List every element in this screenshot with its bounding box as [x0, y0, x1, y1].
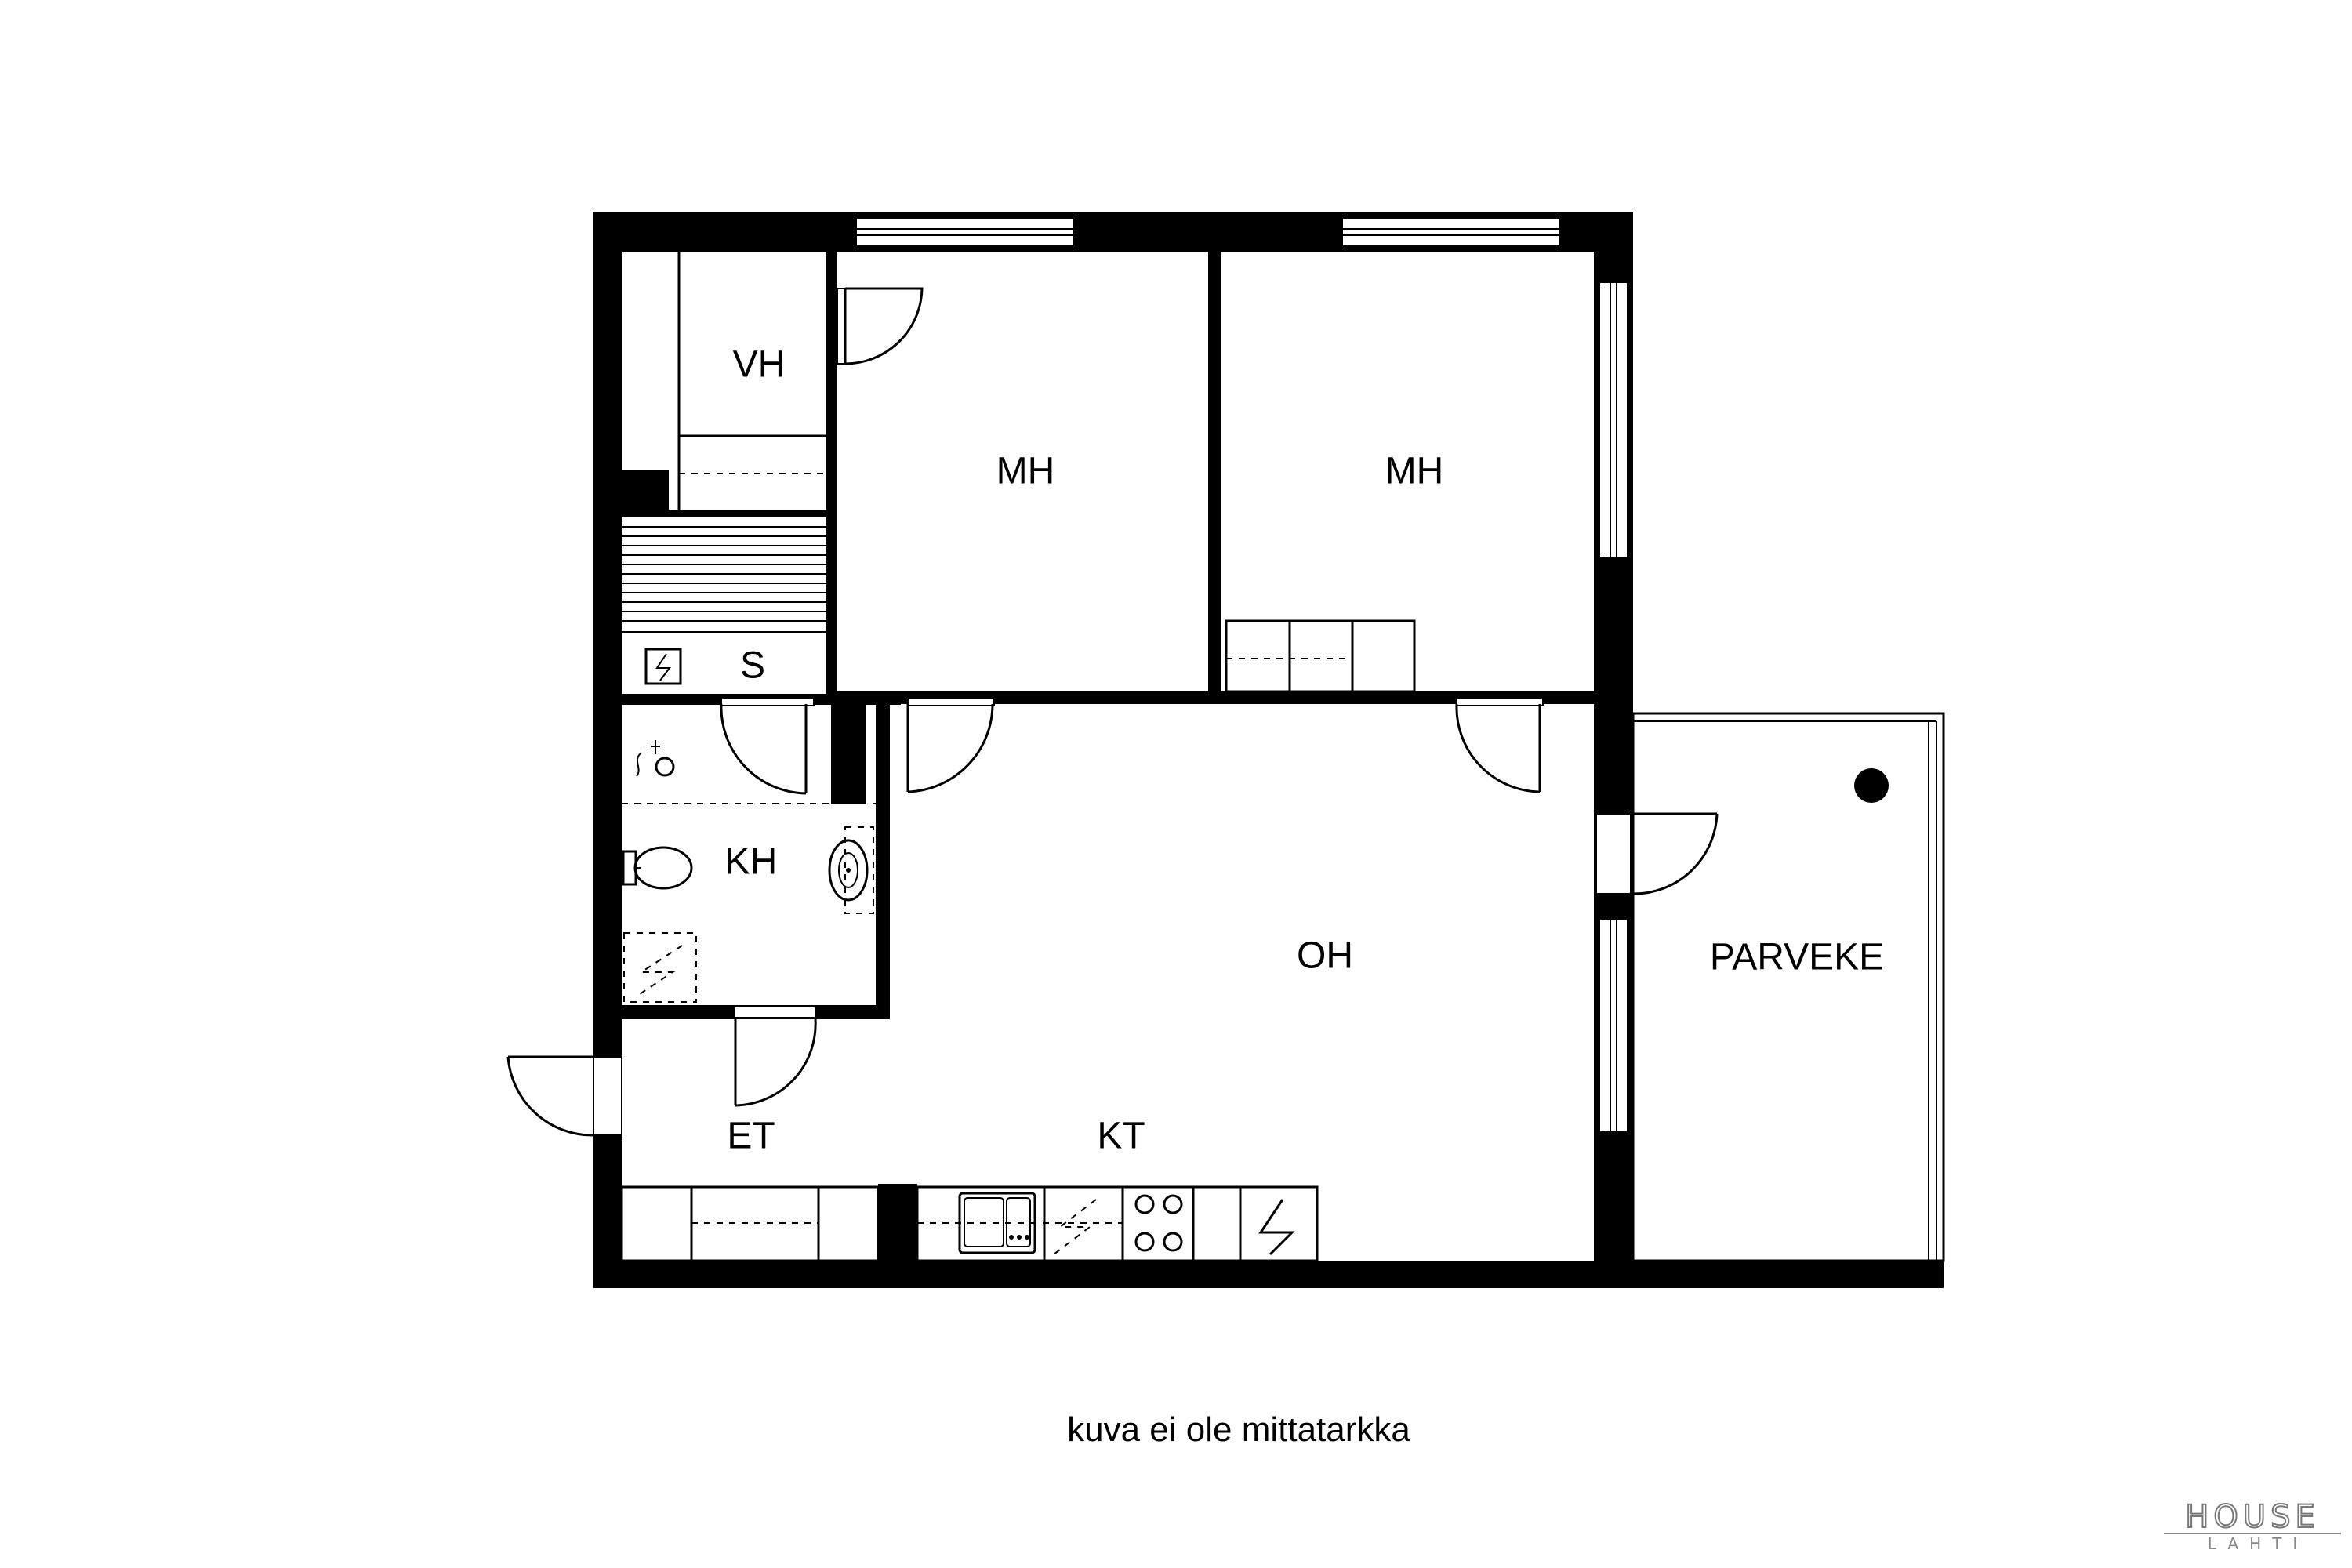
- kitchen-counters: [620, 1185, 1319, 1262]
- sauna-bench: [622, 526, 826, 633]
- door-kh: [733, 1006, 817, 1107]
- balcony: [1632, 712, 1945, 1262]
- room-label-vh: VH: [733, 344, 786, 386]
- mh2-wardrobe: [1225, 619, 1416, 693]
- water-heater-icon: [623, 932, 697, 1003]
- logo-main-text: HOUSE: [2185, 1499, 2320, 1535]
- windows: [855, 217, 1628, 1133]
- logo-sub-text: LAHTI: [2208, 1534, 2308, 1553]
- drain-icon: [1854, 768, 1889, 803]
- shower-icon: [636, 740, 675, 777]
- sink-icon: [828, 826, 874, 914]
- kitchen-sink-icon: [958, 1192, 1036, 1254]
- kh-fixtures: [622, 740, 876, 1003]
- scale-disclaimer: kuva ei ole mittatarkka: [1067, 1410, 1410, 1449]
- room-label-oh: OH: [1297, 935, 1353, 977]
- room-label-mh-1: MH: [996, 451, 1055, 492]
- room-label-s: S: [740, 645, 765, 687]
- room-label-parveke: PARVEKE: [1710, 937, 1884, 978]
- toilet-icon: [622, 846, 693, 890]
- room-label-et: ET: [727, 1116, 775, 1157]
- stove-icon: [1134, 1187, 1195, 1261]
- door-vh: [837, 287, 924, 365]
- room-labels: VH MH MH S KH OH PARVEKE ET KT: [725, 344, 1885, 1157]
- sauna-stove-icon: [644, 648, 682, 685]
- door-mh1: [906, 697, 995, 793]
- interior-walls: [622, 252, 1594, 1261]
- room-label-kt: KT: [1097, 1116, 1145, 1157]
- company-logo: HOUSE LAHTI: [2164, 1498, 2341, 1553]
- balcony-door: [1595, 812, 1719, 895]
- door-mh2: [1455, 697, 1544, 793]
- door-sauna: [720, 697, 815, 795]
- doors: [506, 287, 1719, 1137]
- vh-closet: [677, 252, 826, 510]
- oven-icon: [1258, 1199, 1295, 1256]
- entrance-door: [506, 1055, 622, 1137]
- outer-walls: [593, 212, 1944, 1288]
- dishwasher-icon: [1053, 1199, 1097, 1255]
- room-label-kh: KH: [725, 841, 778, 883]
- room-label-mh-2: MH: [1385, 451, 1444, 492]
